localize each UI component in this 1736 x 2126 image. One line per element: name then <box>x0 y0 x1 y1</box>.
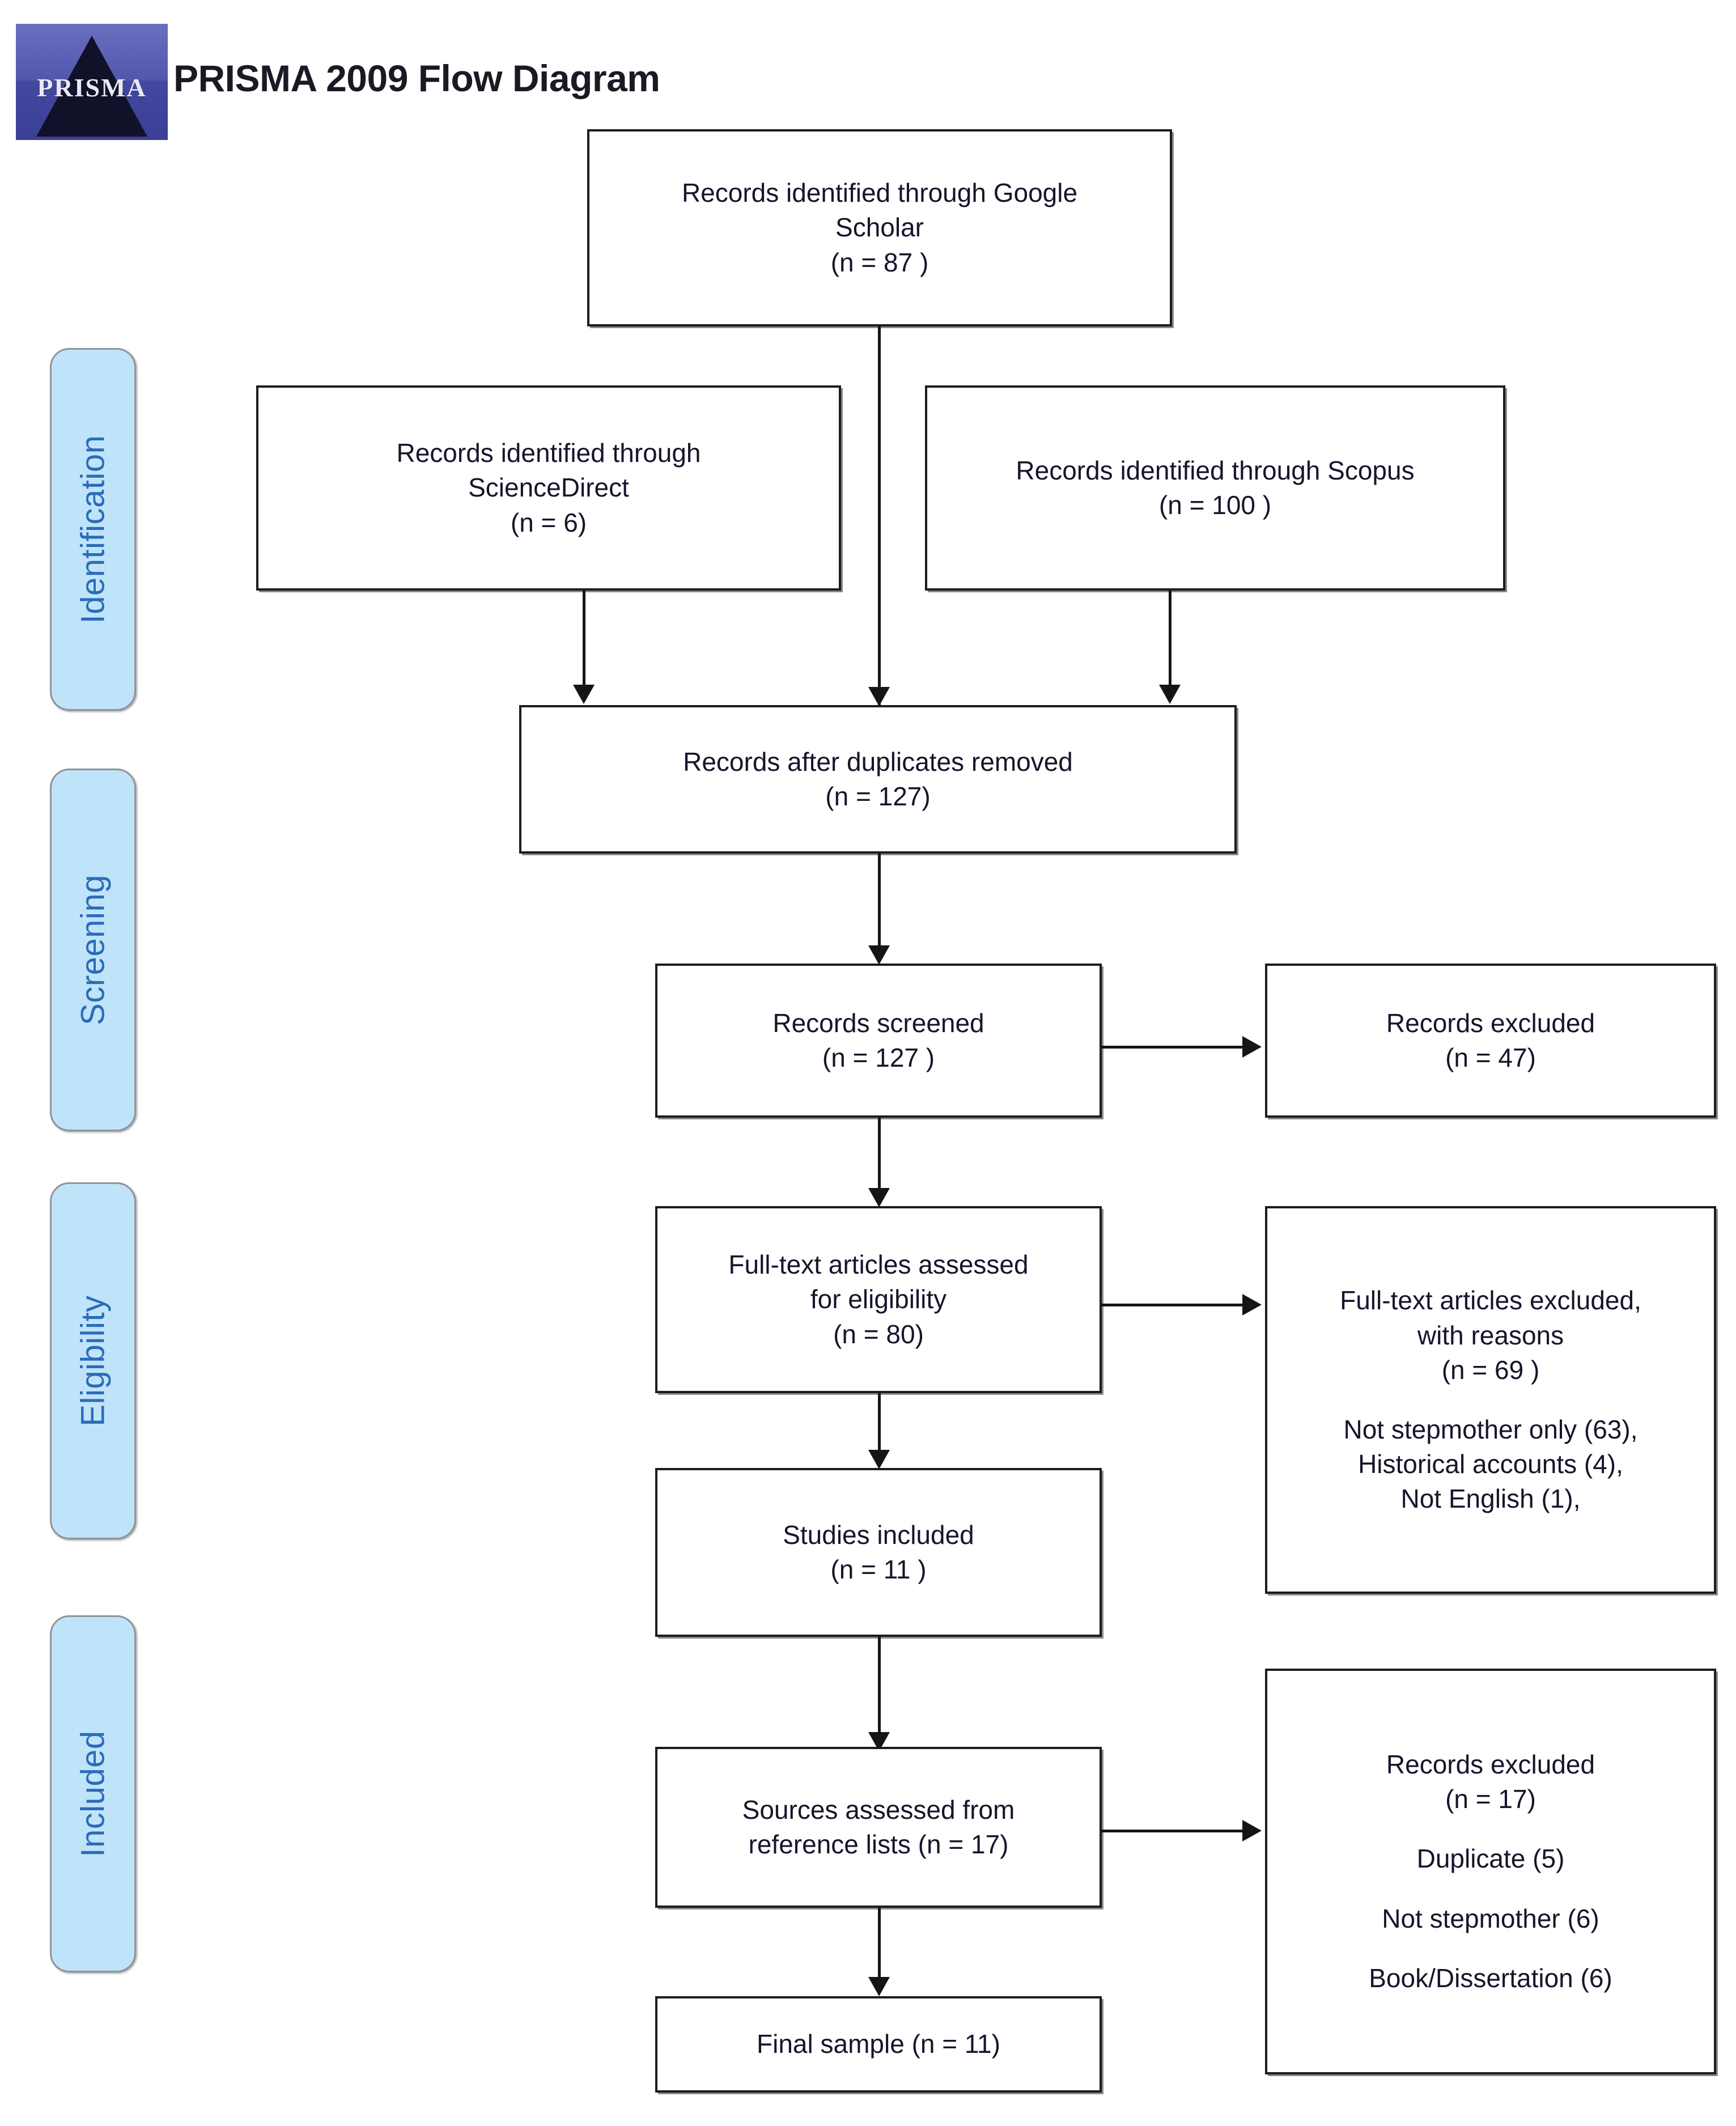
box-studies-included-line1: Studies included <box>783 1520 974 1550</box>
box-duplicates-removed-line1: Records after duplicates removed <box>683 746 1073 776</box>
stage-tab-included: Included <box>50 1615 136 1972</box>
arrowhead-sources-to-excluded <box>1242 1820 1262 1841</box>
box-final-sample: Final sample (n = 11) <box>655 1996 1102 2093</box>
prism-triangle-icon <box>36 36 147 137</box>
arrowhead-duplicates-to-screened <box>868 945 890 965</box>
arrowhead-screened-to-fulltext <box>868 1188 890 1207</box>
arrowhead-fulltext-to-excluded <box>1242 1294 1262 1316</box>
stage-tab-eligibility: Eligibility <box>50 1182 136 1539</box>
box-fulltext-excluded-reason1: Not stepmother only (63), <box>1343 1415 1638 1444</box>
arrowhead-sciencedirect-to-duplicates <box>573 685 595 704</box>
box-fulltext-assessed-line2: for eligibility <box>810 1284 947 1314</box>
box-sciencedirect-line1: Records identified through <box>396 438 701 468</box>
box-fulltext-excluded-reason3: Not English (1), <box>1400 1484 1581 1514</box>
arrowhead-fulltext-to-studies-included <box>868 1450 890 1469</box>
box-google-scholar-line2: Scholar <box>835 213 924 243</box>
arrowhead-scopus-to-duplicates <box>1159 685 1181 704</box>
page-title: PRISMA 2009 Flow Diagram <box>173 57 660 99</box>
box-sciencedirect-line2: ScienceDirect <box>468 473 629 503</box>
box-google-scholar-line1: Records identified through Google <box>681 178 1078 208</box>
box-records-excluded-references-reason1: Duplicate (5) <box>1416 1844 1565 1874</box>
stage-label-included: Included <box>74 1730 112 1857</box>
box-fulltext-excluded: Full-text articles excluded, with reason… <box>1265 1206 1716 1594</box>
box-sources-reference-lists-line2: reference lists (n = 17) <box>748 1830 1009 1859</box>
box-fulltext-excluded-reason2: Historical accounts (4), <box>1358 1449 1623 1479</box>
box-records-excluded-references-line1: Records excluded <box>1386 1750 1595 1780</box>
prisma-logo-wordmark: PRISMA <box>37 73 147 102</box>
box-sciencedirect-count: (n = 6) <box>510 507 587 537</box>
box-sources-reference-lists: Sources assessed from reference lists (n… <box>655 1747 1102 1908</box>
box-records-excluded-screening: Records excluded (n = 47) <box>1265 964 1716 1118</box>
box-duplicates-removed-count: (n = 127) <box>825 782 931 811</box>
box-duplicates-removed: Records after duplicates removed (n = 12… <box>519 705 1237 854</box>
arrowhead-screened-to-excluded <box>1242 1036 1262 1058</box>
box-records-excluded-screening-line1: Records excluded <box>1386 1008 1595 1038</box>
box-scopus-line1: Records identified through Scopus <box>1016 455 1415 485</box>
box-records-excluded-references-count: (n = 17) <box>1445 1784 1536 1814</box>
box-studies-included: Studies included (n = 11 ) <box>655 1468 1102 1637</box>
box-scopus-count: (n = 100 ) <box>1158 490 1272 520</box>
box-records-excluded-screening-count: (n = 47) <box>1445 1043 1536 1072</box>
prisma-logo: PRISMA <box>16 24 168 140</box>
arrowhead-google-scholar-to-duplicates <box>868 687 890 706</box>
stage-label-screening: Screening <box>74 875 112 1025</box>
box-records-excluded-references: Records excluded (n = 17) Duplicate (5) … <box>1265 1669 1716 2074</box>
box-google-scholar: Records identified through Google Schola… <box>587 129 1172 326</box>
box-google-scholar-count: (n = 87 ) <box>830 247 929 277</box>
connector-google-scholar-to-duplicates <box>878 326 881 707</box>
box-scopus: Records identified through Scopus (n = 1… <box>925 385 1505 591</box>
connector-screened-to-excluded <box>1102 1046 1245 1049</box>
box-fulltext-assessed-line1: Full-text articles assessed <box>728 1250 1029 1280</box>
box-fulltext-excluded-line2: with reasons <box>1417 1320 1564 1350</box>
connector-sources-to-final-sample <box>878 1908 881 1981</box>
connector-screened-to-fulltext <box>878 1118 881 1194</box>
connector-sciencedirect-to-duplicates <box>583 591 585 688</box>
box-records-excluded-references-reason2: Not stepmother (6) <box>1382 1903 1599 1933</box>
stage-label-identification: Identification <box>74 435 112 624</box>
arrowhead-sources-to-final-sample <box>868 1977 890 1996</box>
box-final-sample-line1: Final sample (n = 11) <box>757 2029 1000 2059</box>
connector-duplicates-to-screened <box>878 854 881 949</box>
box-records-screened-count: (n = 127 ) <box>822 1043 935 1072</box>
connector-fulltext-to-excluded <box>1102 1304 1245 1306</box>
box-fulltext-excluded-count: (n = 69 ) <box>1441 1355 1540 1385</box>
box-records-screened: Records screened (n = 127 ) <box>655 964 1102 1118</box>
connector-studies-to-sources <box>878 1637 881 1737</box>
box-fulltext-assessed: Full-text articles assessed for eligibil… <box>655 1206 1102 1393</box>
box-sources-reference-lists-line1: Sources assessed from <box>742 1794 1015 1824</box>
stage-tab-screening: Screening <box>50 769 136 1131</box>
box-records-screened-line1: Records screened <box>773 1008 984 1038</box>
box-fulltext-assessed-count: (n = 80) <box>833 1319 924 1349</box>
box-studies-included-count: (n = 11 ) <box>830 1555 927 1584</box>
connector-sources-to-excluded <box>1102 1830 1245 1832</box>
stage-tab-identification: Identification <box>50 348 136 711</box>
box-fulltext-excluded-line1: Full-text articles excluded, <box>1340 1285 1641 1316</box>
connector-fulltext-to-studies-included <box>878 1393 881 1454</box>
box-records-excluded-references-reason3: Book/Dissertation (6) <box>1369 1963 1612 1993</box>
stage-label-eligibility: Eligibility <box>74 1295 112 1427</box>
box-sciencedirect: Records identified through ScienceDirect… <box>256 385 841 591</box>
connector-scopus-to-duplicates <box>1169 591 1172 688</box>
